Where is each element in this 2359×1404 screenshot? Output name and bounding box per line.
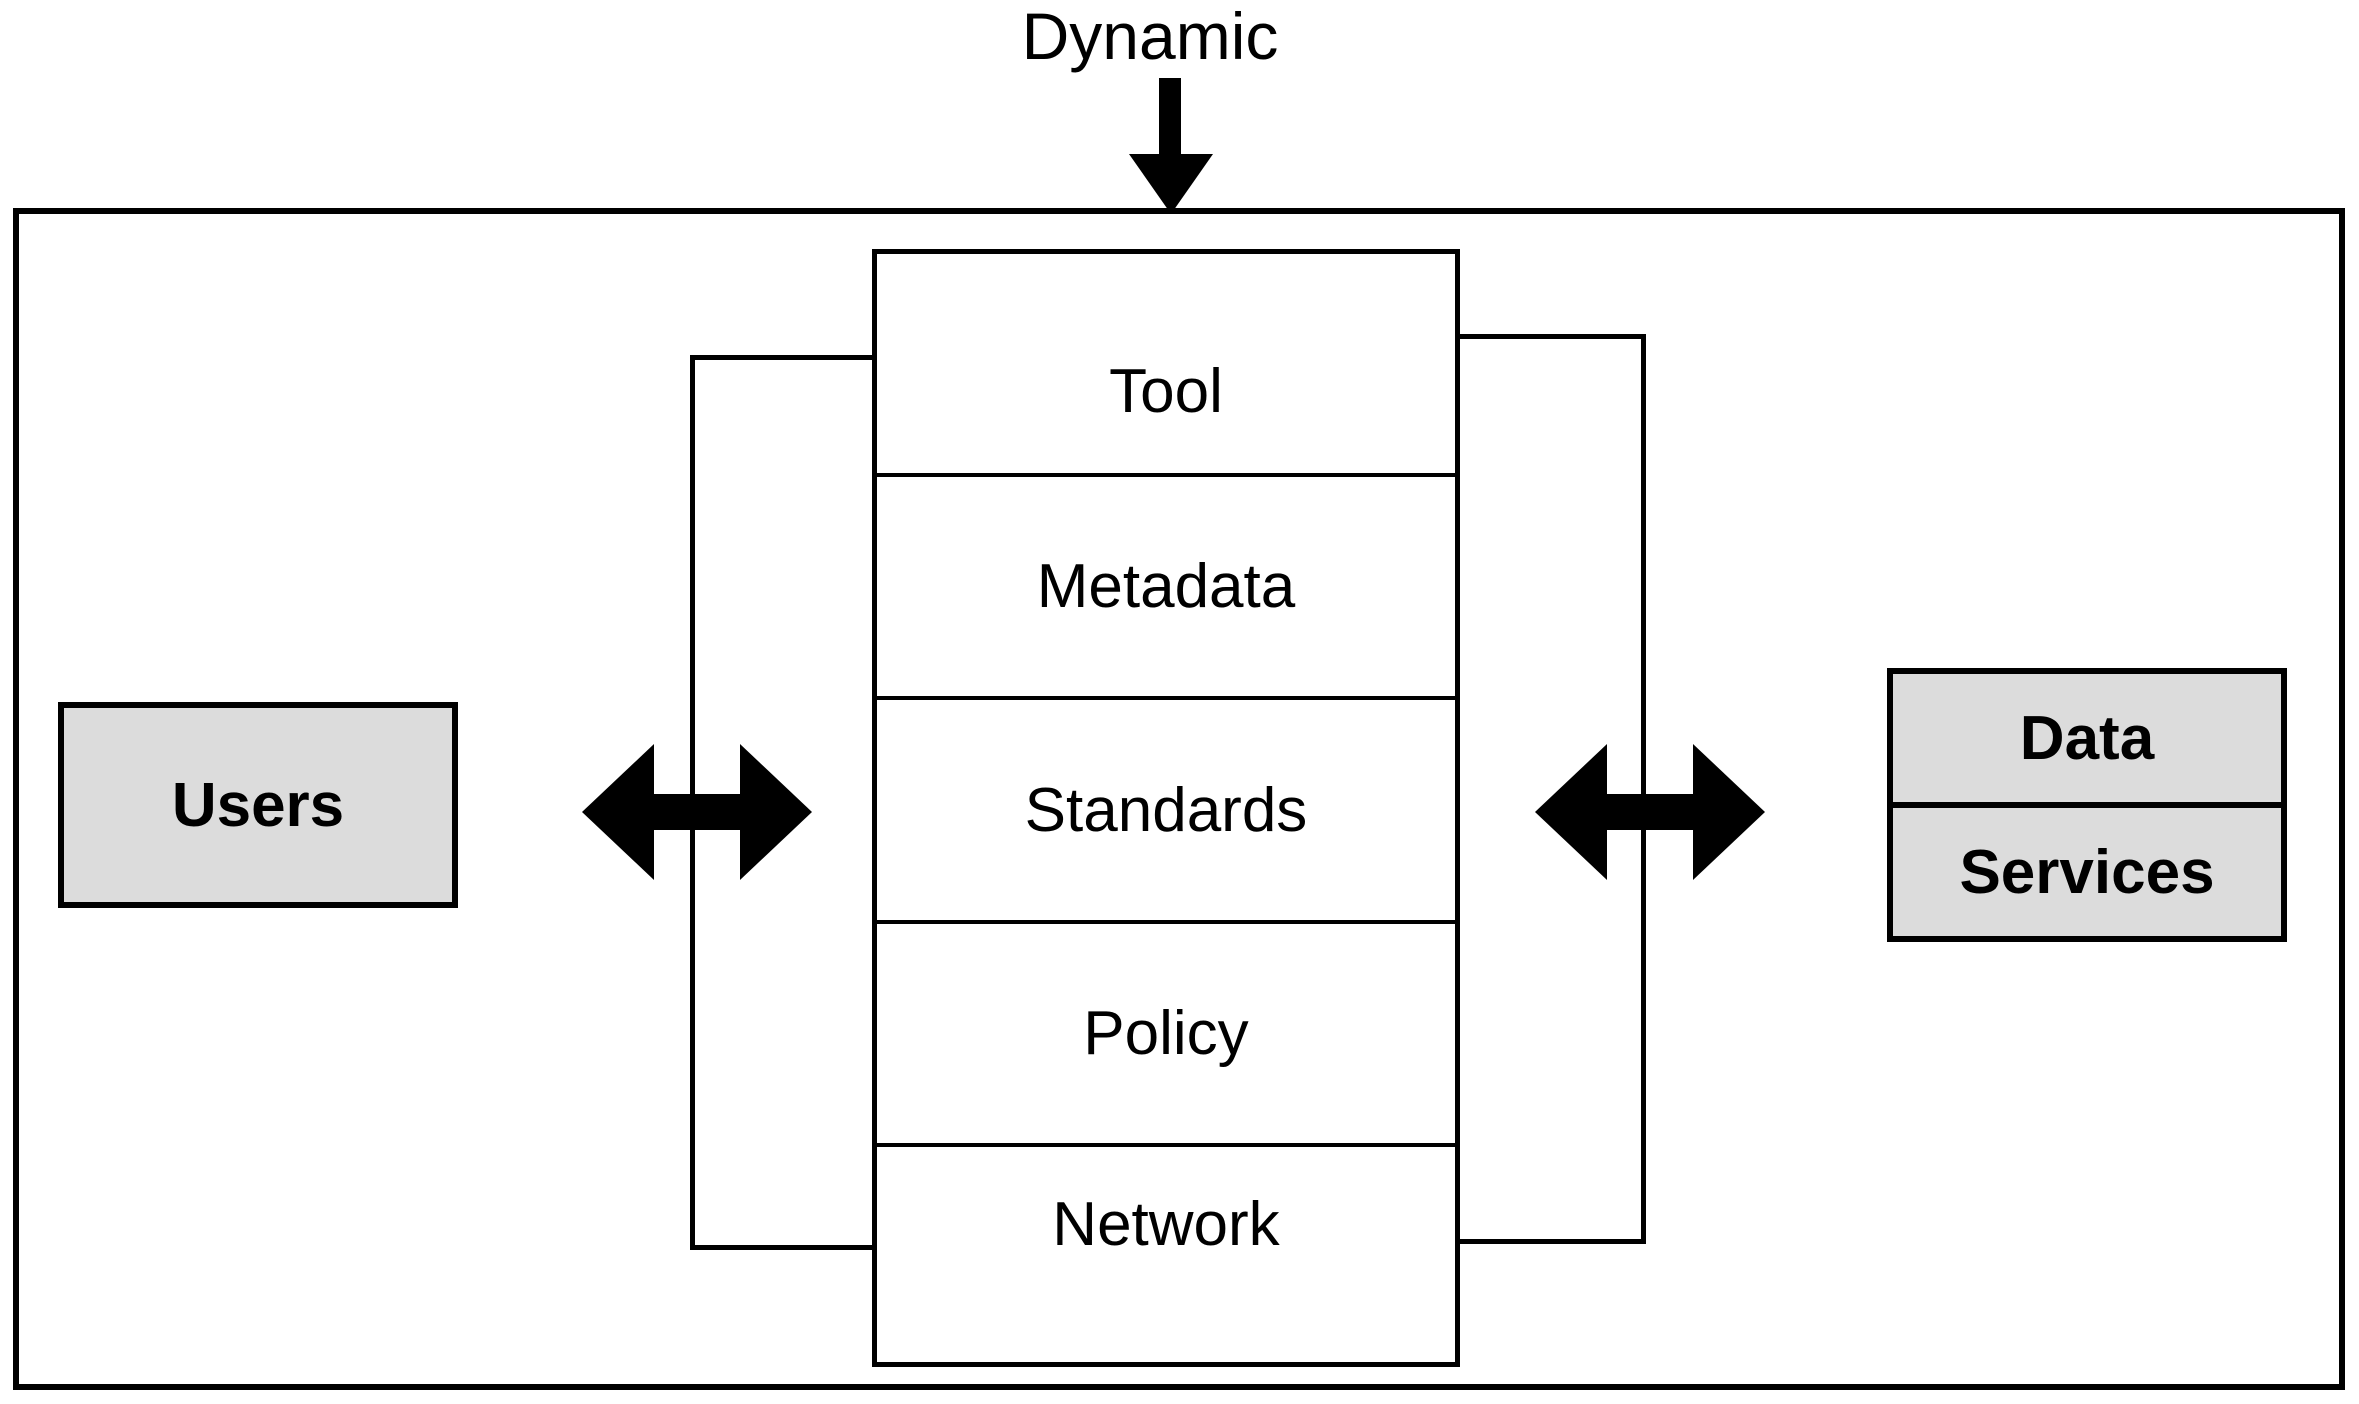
layer-tool-label: Tool (1109, 356, 1223, 426)
right-double-headed-arrow-icon (1535, 718, 1765, 906)
data-services-entity-box: Data Services (1887, 668, 2287, 942)
layer-metadata-label: Metadata (1036, 551, 1296, 621)
layer-policy-label: Policy (1083, 999, 1249, 1069)
layer-standards[interactable]: Standards (877, 699, 1455, 925)
layer-standards-label: Standards (1024, 775, 1308, 845)
users-entity-box[interactable]: Users (58, 702, 458, 908)
layer-network-label: Network (1052, 1190, 1280, 1260)
services-label: Services (1959, 837, 2215, 907)
left-double-headed-arrow-icon (582, 718, 812, 906)
data-label: Data (2019, 703, 2155, 773)
layer-network[interactable]: Network (877, 1147, 1455, 1362)
layer-policy[interactable]: Policy (877, 924, 1455, 1148)
down-arrow-icon (1123, 78, 1219, 214)
services-cell[interactable]: Services (1893, 808, 2281, 936)
right-bracket-icon (1448, 334, 1646, 1244)
central-layer-stack: Tool Metadata Standards Policy Network (872, 249, 1460, 1367)
data-cell[interactable]: Data (1893, 674, 2281, 808)
users-label: Users (171, 770, 345, 840)
layer-tool[interactable]: Tool (877, 254, 1455, 477)
dynamic-input-label: Dynamic (1021, 0, 1279, 73)
layer-metadata[interactable]: Metadata (877, 476, 1455, 700)
